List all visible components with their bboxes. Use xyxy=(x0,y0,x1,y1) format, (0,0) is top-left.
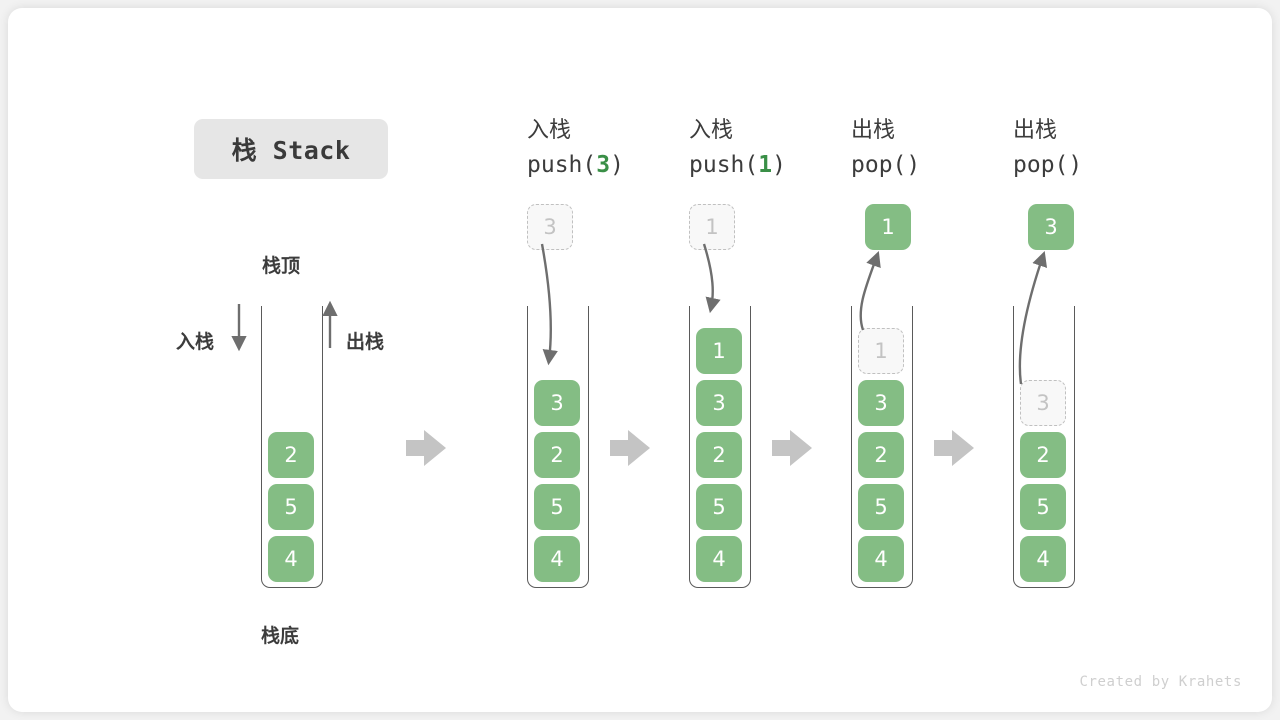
stack-cell: 5 xyxy=(534,484,580,530)
credit-watermark: Created by Krahets xyxy=(1079,674,1242,690)
popped-value: 1 xyxy=(865,204,911,250)
column-header-code: push(3) xyxy=(527,152,624,178)
stack-cell: 2 xyxy=(1020,432,1066,478)
column-header-code: pop() xyxy=(851,152,921,178)
stack-cell: 5 xyxy=(696,484,742,530)
stack-container-pop-1 xyxy=(851,306,913,588)
incoming-ghost-value: 3 xyxy=(527,204,573,250)
stack-cell: 3 xyxy=(696,380,742,426)
pop-direction-label: 出栈 xyxy=(346,331,385,353)
stack-top-label: 栈顶 xyxy=(262,255,301,277)
step-arrow xyxy=(772,430,812,466)
step-arrow xyxy=(610,430,650,466)
stack-cell: 3 xyxy=(858,380,904,426)
stack-cell: 4 xyxy=(858,536,904,582)
incoming-ghost-value: 1 xyxy=(689,204,735,250)
stack-container-pop-3 xyxy=(1013,306,1075,588)
stack-container-initial xyxy=(261,306,323,588)
stack-cell: 2 xyxy=(858,432,904,478)
figure-title: 栈 Stack xyxy=(194,119,388,179)
column-header-code: push(1) xyxy=(689,152,786,178)
stack-cell: 2 xyxy=(268,432,314,478)
code-argument: 3 xyxy=(596,152,611,178)
stack-cell: 5 xyxy=(858,484,904,530)
column-header-pop-1: 出栈 pop() xyxy=(851,114,1041,182)
removed-ghost-value: 3 xyxy=(1020,380,1066,426)
stack-cell: 5 xyxy=(1020,484,1066,530)
code-argument: 1 xyxy=(758,152,773,178)
stack-cell: 4 xyxy=(534,536,580,582)
step-arrow xyxy=(934,430,974,466)
step-arrow xyxy=(406,430,446,466)
stack-cell: 4 xyxy=(696,536,742,582)
stack-container-push-1 xyxy=(689,306,751,588)
column-header-cn: 入栈 xyxy=(689,118,734,143)
stack-cell: 1 xyxy=(696,328,742,374)
column-header-push-3: 入栈 push(3) xyxy=(527,114,717,182)
stack-cell: 2 xyxy=(696,432,742,478)
removed-ghost-value: 1 xyxy=(858,328,904,374)
column-header-push-1: 入栈 push(1) xyxy=(689,114,879,182)
popped-value: 3 xyxy=(1028,204,1074,250)
column-header-code: pop() xyxy=(1013,152,1083,178)
column-header-cn: 入栈 xyxy=(527,118,572,143)
figure-card: 栈 Stack 入栈 push(3) 入栈 push(1) 出栈 pop() 出… xyxy=(8,8,1272,712)
stack-cell: 4 xyxy=(268,536,314,582)
stack-cell: 3 xyxy=(534,380,580,426)
stack-cell: 5 xyxy=(268,484,314,530)
push-direction-label: 入栈 xyxy=(176,331,215,353)
column-header-cn: 出栈 xyxy=(851,118,896,143)
column-header-pop-3: 出栈 pop() xyxy=(1013,114,1203,182)
column-header-cn: 出栈 xyxy=(1013,118,1058,143)
push-arrow-1 xyxy=(702,243,721,314)
stack-cell: 4 xyxy=(1020,536,1066,582)
stack-bottom-label: 栈底 xyxy=(261,625,300,647)
stack-cell: 2 xyxy=(534,432,580,478)
stack-container-push-3 xyxy=(527,306,589,588)
